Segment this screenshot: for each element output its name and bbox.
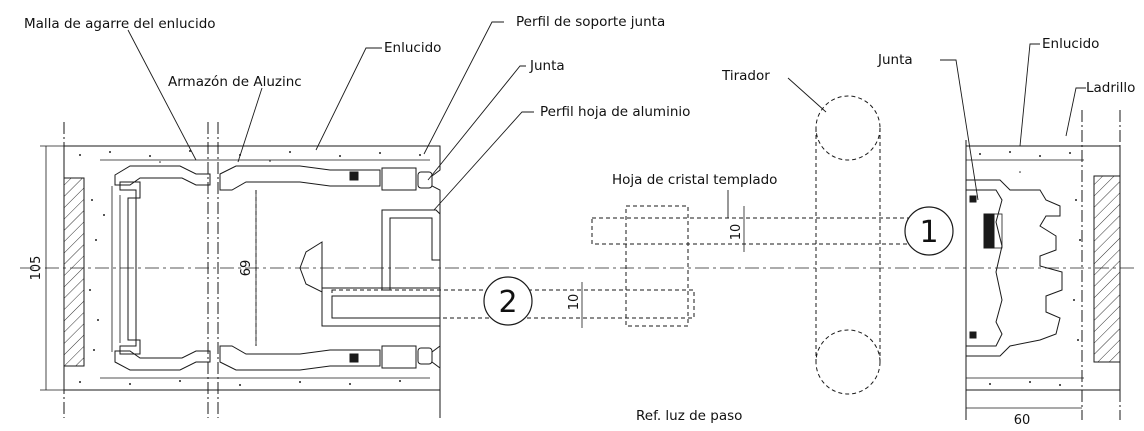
dim-10-leaf: 10 xyxy=(567,294,582,311)
label-malla: Malla de agarre del enlucido xyxy=(24,16,216,32)
label-perfil-soporte: Perfil de soporte junta xyxy=(516,14,665,30)
marker-1-label: 1 xyxy=(919,215,938,250)
brick-left xyxy=(63,177,85,367)
leader-lines xyxy=(127,21,1086,218)
marker-1 xyxy=(904,206,954,256)
dimension-lines xyxy=(40,145,1082,409)
label-tirador: Tirador xyxy=(721,68,770,84)
glass-panel xyxy=(591,205,923,327)
right-wall xyxy=(965,145,1121,391)
dim-60: 60 xyxy=(1014,413,1031,426)
dim-105: 105 xyxy=(29,256,44,281)
label-junta-right: Junta xyxy=(877,52,913,68)
dim-69: 69 xyxy=(239,260,254,277)
label-enlucido-right: Enlucido xyxy=(1042,36,1099,52)
label-enlucido-left: Enlucido xyxy=(384,40,441,56)
plaster-texture-left xyxy=(79,150,421,386)
label-hoja-cristal: Hoja de cristal templado xyxy=(612,172,777,188)
label-perfil-hoja: Perfil hoja de aluminio xyxy=(540,104,690,120)
label-armazon: Armazón de Aluzinc xyxy=(168,74,302,90)
marker-2-label: 2 xyxy=(498,285,517,320)
dim-10-glass: 10 xyxy=(729,224,744,241)
handle xyxy=(815,95,881,395)
label-ref-luz: Ref. luz de paso xyxy=(636,408,742,424)
gasket xyxy=(983,213,995,249)
left-wall xyxy=(63,145,441,391)
callout-markers xyxy=(483,206,954,326)
label-junta-top: Junta xyxy=(529,58,565,74)
label-ladrillo: Ladrillo xyxy=(1086,80,1135,96)
cut-lines xyxy=(63,110,1121,420)
brick-right xyxy=(1093,175,1121,363)
plaster-texture-right xyxy=(979,151,1081,386)
marker-2 xyxy=(483,276,533,326)
